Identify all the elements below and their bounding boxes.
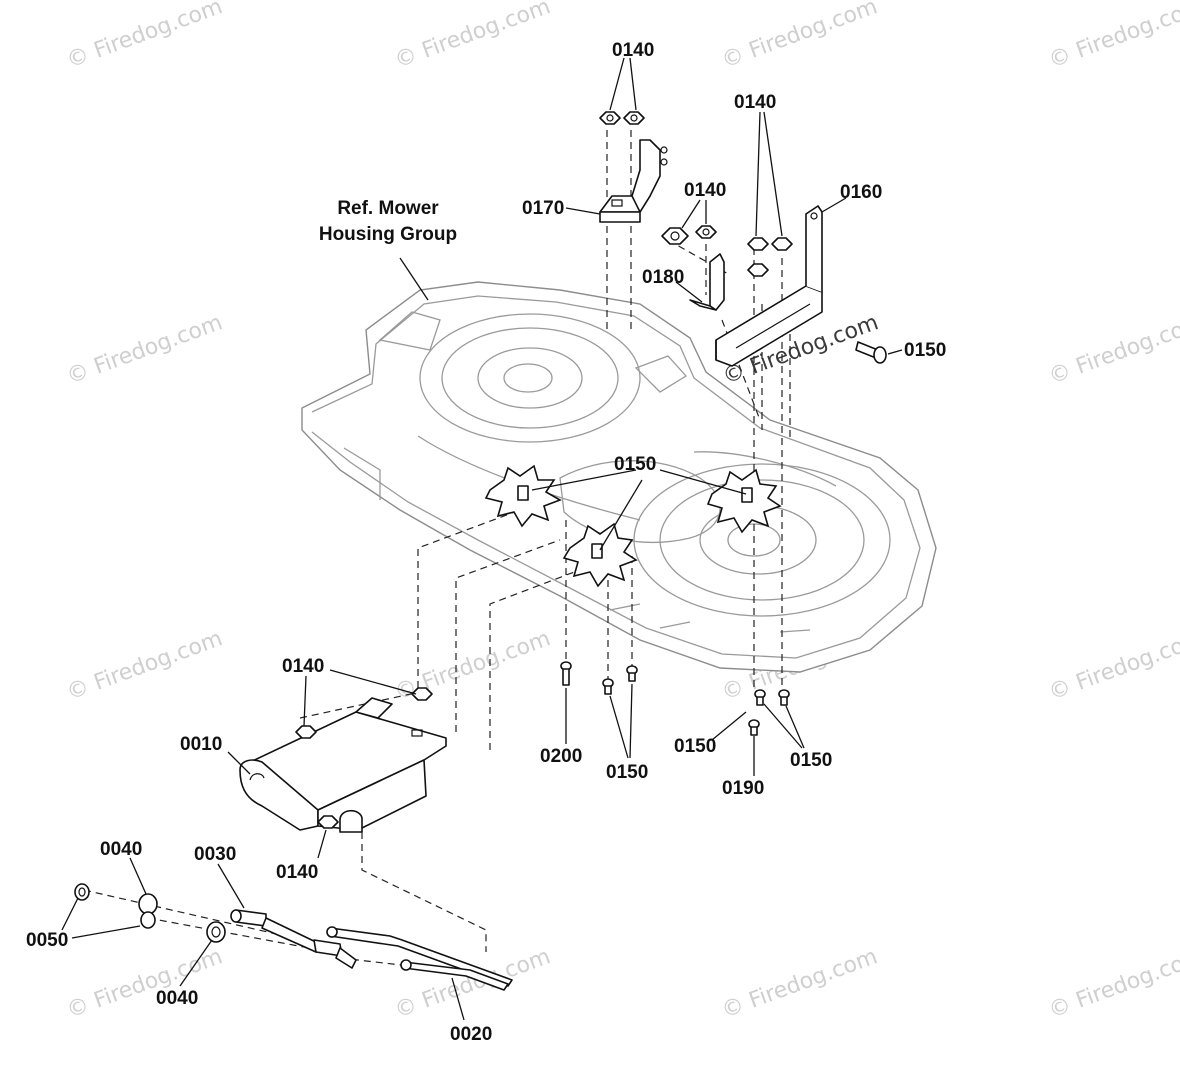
watermark: © Firedog.com [64,626,226,705]
part-0160-bracket [715,205,823,367]
part-0150-bolt-right [855,341,887,364]
part-0180-bracket [689,253,725,311]
part-0190-bolt [748,719,760,736]
callout-0200: 0200 [540,746,582,767]
part-0050-nut [74,883,90,901]
reference-note-line1: Ref. Mower [337,198,439,219]
watermark: © Firedog.com [64,0,226,74]
watermark: © Firedog.com [1046,626,1180,705]
watermark: © Firedog.com [392,0,554,74]
watermark: © Firedog.com [1046,944,1180,1023]
callout-0030: 0030 [194,844,236,865]
reference-note-line2: Housing Group [319,224,457,245]
watermark: © Firedog.com [719,0,881,74]
callout-0180: 0180 [642,267,684,288]
watermark: © Firedog.com [1046,310,1180,389]
watermark: © Firedog.com [719,944,881,1023]
part-0040-bushings [138,893,226,943]
callout-0140-top: 0140 [612,40,654,61]
callout-0150-bottom-mid: 0150 [674,736,716,757]
part-0140-nuts-hitch [295,687,433,829]
callout-0150-right: 0150 [904,340,946,361]
part-0200-bolt [560,661,572,686]
callout-0140-left: 0140 [282,656,324,677]
callout-0020: 0020 [450,1024,492,1045]
callout-0050: 0050 [26,930,68,951]
callout-0170: 0170 [522,198,564,219]
part-0140-nuts-top [599,111,645,125]
reference-note: Ref. Mower Housing Group [319,198,457,245]
part-0140-nuts-right [747,237,793,277]
callout-0150-bottom-right: 0150 [790,750,832,771]
watermark: © Firedog.com [1046,0,1180,74]
part-0030-adjuster-rod [230,909,357,969]
part-0010-hitch-bracket [239,697,447,833]
callout-0190: 0190 [722,778,764,799]
mower-housing [301,281,937,673]
callout-0140-mid: 0140 [684,180,726,201]
watermark: © Firedog.com [64,310,226,389]
callout-0010: 0010 [180,734,222,755]
part-0020-link-rods [326,926,513,991]
callout-0150-bottom-left: 0150 [606,762,648,783]
detail-burst-right [706,468,782,534]
callout-0150-center: 0150 [614,454,656,475]
callout-0040-top: 0040 [100,839,142,860]
part-0150-bolts-lower [602,665,790,706]
detail-burst-left [484,464,562,528]
callout-0140-right: 0140 [734,92,776,113]
detail-burst-center [562,522,638,588]
leader-lines [61,57,903,1021]
callout-labels: 0140 0140 0140 0160 0170 0180 0150 0150 … [26,40,946,1045]
callout-0140-bottom: 0140 [276,862,318,883]
part-0170-bracket [599,139,668,223]
part-0140-nuts-mid [661,225,717,245]
callout-0040-bottom: 0040 [156,988,198,1009]
watermark: © Firedog.com [392,944,554,1023]
callout-0160: 0160 [840,182,882,203]
